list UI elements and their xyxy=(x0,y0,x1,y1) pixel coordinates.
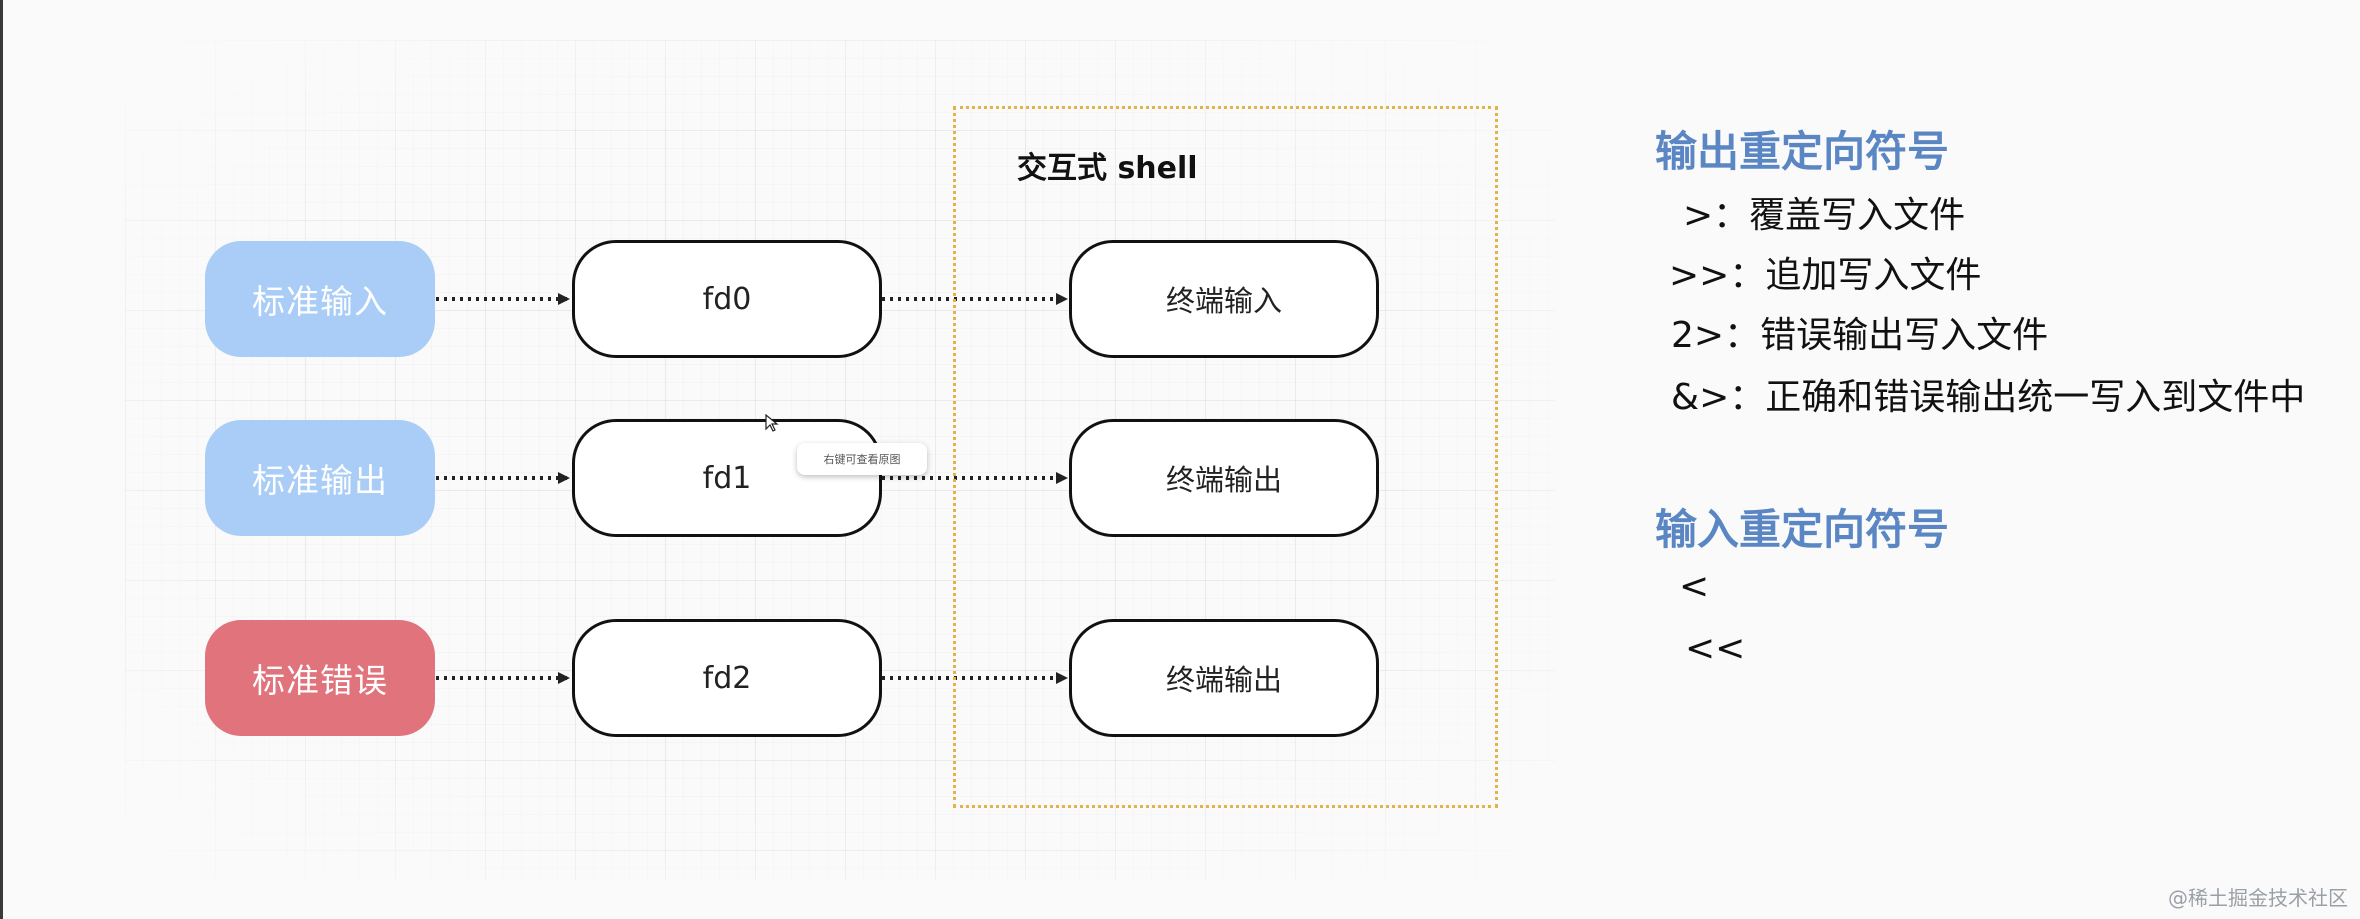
window-edge xyxy=(0,0,3,919)
source-stdout: 标准输出 xyxy=(205,420,435,536)
terminal-error-output-node: 终端输出 xyxy=(1069,619,1379,737)
shell-container xyxy=(953,106,1498,808)
mouse-cursor-icon xyxy=(765,414,779,432)
source-stderr: 标准错误 xyxy=(205,620,435,736)
output-redirect-item: 2>：错误输出写入文件 xyxy=(1671,315,2049,356)
terminal-output-node: 终端输出 xyxy=(1069,419,1379,537)
input-redirect-item: < xyxy=(1679,566,1710,607)
fd2-node: fd2 xyxy=(572,619,882,737)
fd0-node: fd0 xyxy=(572,240,882,358)
context-tooltip: 右键可查看原图 xyxy=(797,443,927,475)
terminal-input-node: 终端输入 xyxy=(1069,240,1379,358)
output-redirect-heading: 输出重定向符号 xyxy=(1655,127,1950,176)
output-redirect-item: >>：追加写入文件 xyxy=(1669,255,1982,296)
output-redirect-item: &>：正确和错误输出统一写入到文件中 xyxy=(1671,377,2306,418)
fd1-node: fd1 xyxy=(572,419,882,537)
input-redirect-heading: 输入重定向符号 xyxy=(1655,505,1950,554)
input-redirect-item: << xyxy=(1685,628,1746,669)
watermark: @稀土掘金技术社区 xyxy=(2168,886,2348,910)
source-stdin: 标准输入 xyxy=(205,241,435,357)
output-redirect-item: >：覆盖写入文件 xyxy=(1683,195,1966,236)
shell-title: 交互式 shell xyxy=(1017,151,1198,186)
